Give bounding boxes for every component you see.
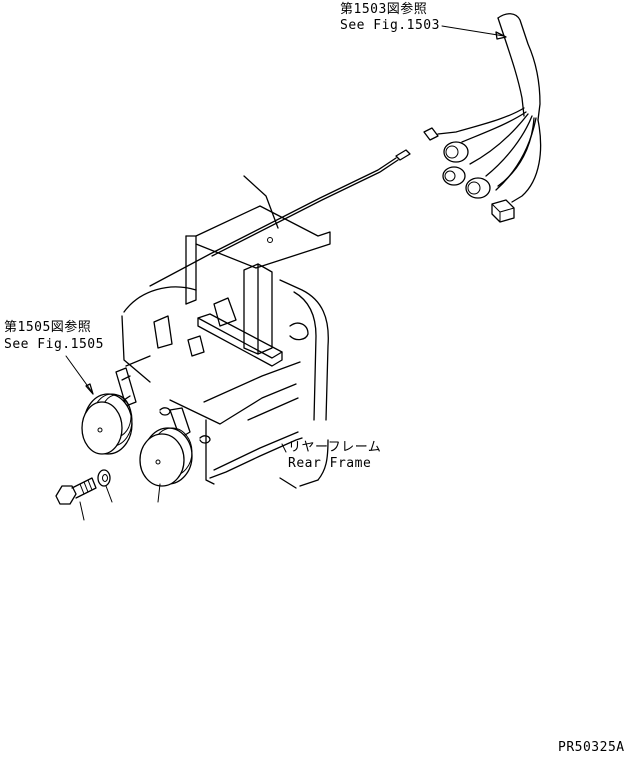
horn-left — [82, 394, 132, 454]
connector-2 — [443, 167, 465, 185]
horn-reference-en: See Fig.1505 — [4, 337, 104, 352]
horn-right — [140, 428, 192, 486]
connector-1 — [444, 142, 468, 162]
drawing-code: PR50325A — [558, 740, 625, 755]
connector-block — [492, 200, 514, 222]
bolt — [56, 478, 96, 504]
wiring-reference-en: See Fig.1503 — [340, 18, 440, 33]
rear-frame-label-jp: リヤーフレーム — [288, 440, 382, 455]
connector-3 — [466, 178, 490, 198]
horn-leader — [66, 356, 93, 394]
harness-wire — [150, 150, 410, 286]
rear-frame — [122, 176, 330, 488]
washer — [98, 470, 110, 486]
wiring-harness — [424, 14, 541, 222]
rear-frame-label-en: Rear Frame — [288, 456, 372, 471]
part-leaders — [80, 484, 160, 520]
wiring-reference-jp: 第1503図参照 — [340, 2, 428, 17]
horn-reference-jp: 第1505図参照 — [4, 320, 92, 335]
wiring-leader — [442, 26, 504, 36]
horn-brackets — [116, 356, 210, 443]
